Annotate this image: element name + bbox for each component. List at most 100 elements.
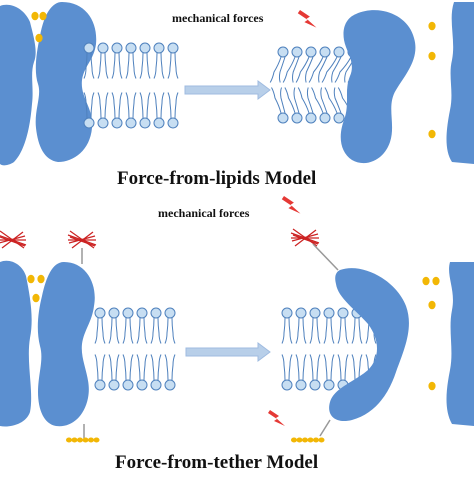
lipid-tail: [332, 57, 341, 83]
lipid-tail: [175, 93, 178, 119]
lipid: [296, 355, 306, 391]
ion: [428, 22, 435, 31]
lipid-tail: [126, 93, 129, 119]
lipid-tail: [352, 318, 355, 344]
lipid-head: [112, 43, 122, 53]
anchor-bead: [308, 438, 314, 443]
lipid-tail: [109, 355, 112, 381]
lipid-tail: [95, 355, 98, 381]
lipid: [324, 355, 334, 391]
lipid: [272, 88, 289, 124]
lipid-tail: [281, 88, 285, 114]
ion: [428, 382, 435, 391]
lipid-tail: [294, 88, 299, 114]
lipid-head: [123, 380, 133, 390]
lipid-head: [296, 380, 306, 390]
lipid-head: [126, 43, 136, 53]
lipid-tail: [303, 318, 306, 344]
ion: [428, 301, 435, 310]
lipid: [98, 93, 108, 129]
lipid-tail: [119, 53, 122, 79]
lipid: [310, 355, 320, 391]
lipid-tail: [126, 53, 129, 79]
lipid-tail: [303, 355, 306, 381]
channel-subunit-open-left: [341, 10, 416, 163]
lipid-tail: [158, 318, 161, 344]
lipid-head: [98, 118, 108, 128]
lipid-bilayer: [95, 308, 175, 390]
lipid-tail: [310, 355, 313, 381]
lipid-tail: [165, 355, 168, 381]
lipid-head: [126, 118, 136, 128]
anchor-bead: [77, 438, 83, 443]
lipid: [338, 308, 348, 344]
lipid-head: [154, 118, 164, 128]
lipid: [95, 308, 105, 344]
lipid-tail: [161, 93, 164, 119]
lipid-tail: [319, 57, 327, 83]
lipid-tail: [154, 93, 157, 119]
lipid-tail: [130, 318, 133, 344]
lipid: [296, 308, 306, 344]
lipid-tail: [123, 355, 126, 381]
lipid-tail: [151, 355, 154, 381]
lipid-tail: [282, 318, 285, 344]
anchor-bead: [83, 438, 89, 443]
lipid-tail: [306, 57, 313, 83]
extracellular-tether-fibers: [0, 231, 26, 248]
lipid-tail: [331, 355, 334, 381]
lipid-tail: [325, 88, 337, 114]
transition-arrow: [186, 343, 270, 361]
lipid: [140, 93, 150, 129]
lipid-head: [292, 113, 302, 123]
lipid: [165, 355, 175, 391]
force-from-lipids-panel: [0, 2, 474, 165]
lipid-head: [334, 113, 344, 123]
lipid: [112, 43, 122, 79]
lipid: [282, 308, 292, 344]
ion: [428, 130, 435, 139]
lipid-head: [165, 308, 175, 318]
lipid-tail: [140, 53, 143, 79]
lipid: [154, 43, 164, 79]
ion: [422, 277, 429, 286]
anchor-bead: [94, 438, 100, 443]
ion: [432, 277, 439, 286]
lipid: [168, 93, 178, 129]
lipid: [137, 308, 147, 344]
lipid: [282, 355, 292, 391]
intracellular-tether-anchor: [66, 438, 100, 443]
lipid-tail: [317, 355, 320, 381]
lipid-head: [137, 308, 147, 318]
lipid-tail: [158, 355, 161, 381]
lipid: [168, 43, 178, 79]
lipid-tail: [144, 355, 147, 381]
lipid-tail: [91, 53, 94, 79]
anchor-bead: [319, 438, 325, 443]
lipid-tail: [91, 93, 94, 119]
lipid-head: [282, 308, 292, 318]
anchor-bead: [88, 438, 94, 443]
lipid-tail: [151, 318, 154, 344]
lipid-tail: [168, 93, 171, 119]
lipid-head: [112, 118, 122, 128]
lipid-tail: [105, 53, 108, 79]
lipid-tail: [338, 318, 341, 344]
lipid-tail: [172, 318, 175, 344]
lipid-tail: [133, 53, 136, 79]
lipid-tail: [154, 53, 157, 79]
lipid-tail: [105, 93, 108, 119]
lipid-tail: [168, 53, 171, 79]
lipid-head: [278, 113, 288, 123]
lipid: [140, 43, 150, 79]
lipid-tail: [345, 355, 348, 381]
lipid-head: [123, 308, 133, 318]
lipid-head: [310, 380, 320, 390]
anchor-bead: [297, 438, 303, 443]
lipid-tail: [123, 318, 126, 344]
lipid-tail: [112, 53, 115, 79]
lipid-tail: [324, 355, 327, 381]
lipid-head: [109, 308, 119, 318]
extracellular-tether-fibers: [291, 229, 319, 246]
lipid-tail: [133, 93, 136, 119]
